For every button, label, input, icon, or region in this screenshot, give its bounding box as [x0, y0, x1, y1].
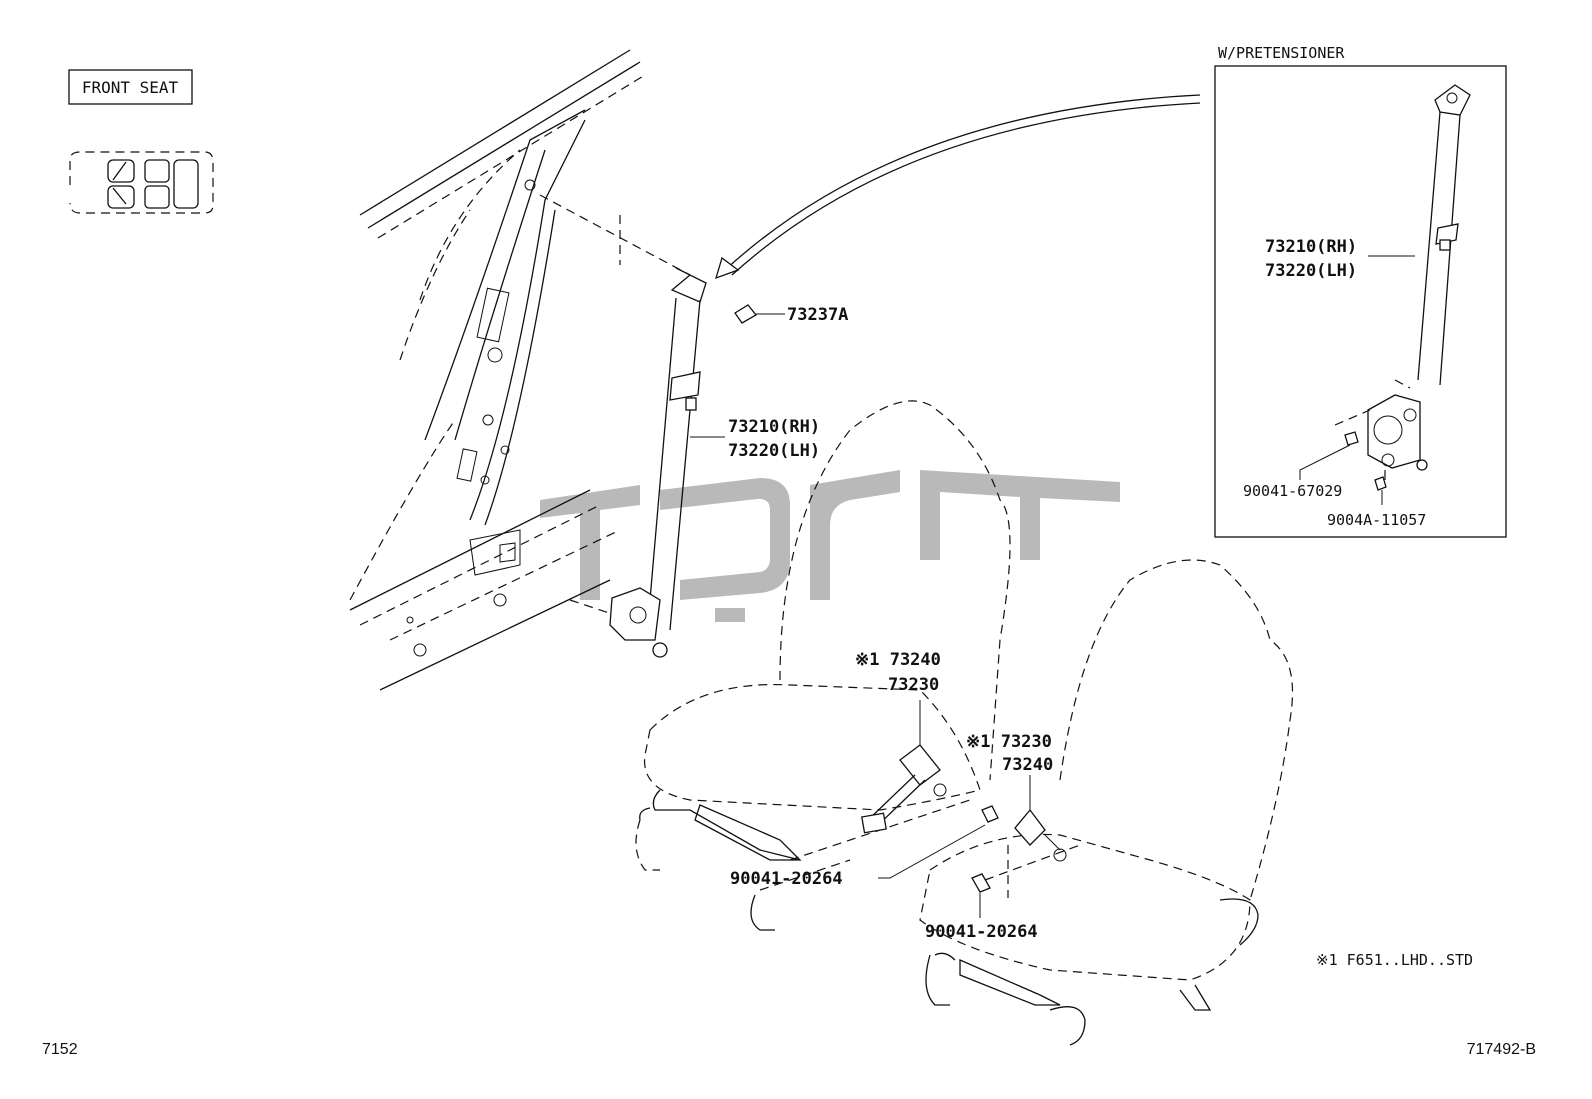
inset-belt-lh-label: 73220(LH) — [1265, 261, 1357, 281]
seat-belt-assembly — [609, 267, 707, 658]
left-bolt-label: 90041-20264 — [730, 869, 843, 889]
belt-lh-label: 73220(LH) — [728, 441, 820, 461]
watermark-logo — [540, 470, 1120, 622]
front-seat-title-box: FRONT SEAT — [68, 69, 193, 105]
footnote: ※1 F651..LHD..STD — [1316, 951, 1473, 969]
right-seat — [919, 559, 1293, 1046]
right-bolt: 90041-20264 — [925, 845, 1038, 942]
right-buckle-label-1: ※1 73230 — [966, 732, 1052, 752]
pretensioner-inset-title: W/PRETENSIONER — [1218, 44, 1345, 62]
diagram-code: 717492-B — [1467, 1041, 1536, 1058]
inset-bolt-1-label: 90041-67029 — [1243, 482, 1342, 500]
right-buckle: ※1 73230 73240 — [966, 732, 1067, 862]
cover-part: 73237A — [734, 304, 848, 325]
page-number: 7152 — [42, 1041, 78, 1058]
inset-belt-rh-label: 73210(RH) — [1265, 237, 1357, 257]
left-buckle-label-2: 73230 — [888, 675, 939, 695]
pretensioner-inset: W/PRETENSIONER 73210(RH) 73220(LH) 90041… — [1214, 44, 1507, 538]
left-buckle: ※1 73240 73230 — [855, 650, 947, 834]
left-bolt: 90041-20264 — [730, 805, 999, 889]
right-bolt-label: 90041-20264 — [925, 922, 1038, 942]
left-buckle-label-1: ※1 73240 — [855, 650, 941, 670]
belt-rh-label: 73210(RH) — [728, 417, 820, 437]
front-seat-title: FRONT SEAT — [82, 78, 179, 97]
inset-pointer-arrow — [715, 94, 1201, 280]
cover-part-label: 73237A — [787, 305, 848, 325]
belt-labels: 73210(RH) 73220(LH) — [690, 417, 820, 461]
right-buckle-label-2: 73240 — [1002, 755, 1053, 775]
inset-bolt-2-label: 9004A-11057 — [1327, 511, 1426, 529]
body-b-pillar — [349, 49, 691, 691]
left-seat — [635, 400, 1011, 931]
seat-locator-icon — [69, 151, 214, 214]
